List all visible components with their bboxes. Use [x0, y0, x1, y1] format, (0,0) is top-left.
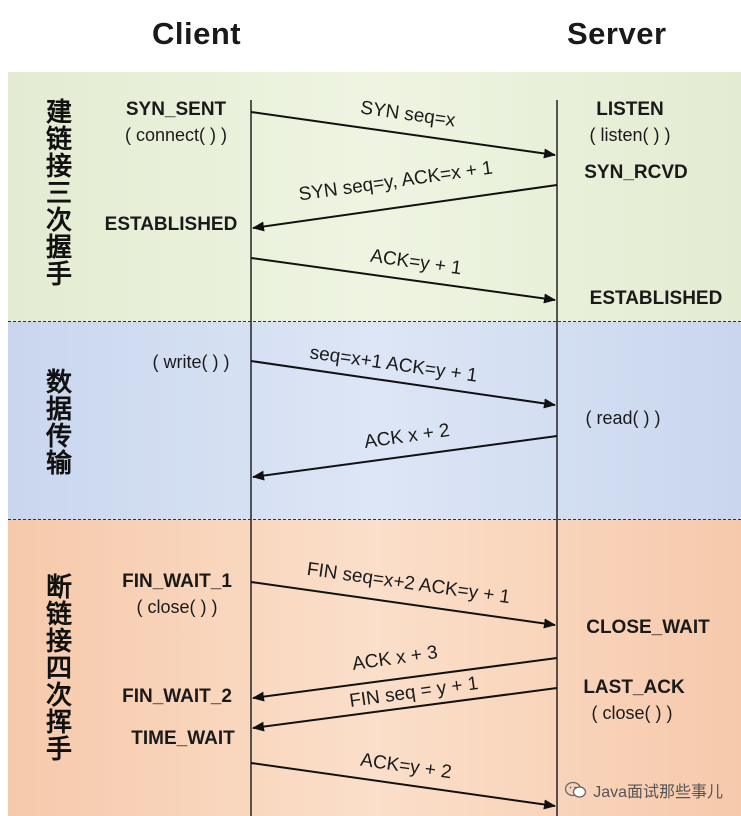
arrow-data-ack [252, 435, 558, 481]
client-state-time-wait: TIME_WAIT [131, 728, 235, 749]
server-state-listen: LISTEN [596, 99, 664, 120]
client-state-fin-wait-2: FIN_WAIT_2 [122, 686, 232, 707]
server-state-syn-rcvd: SYN_RCVD [584, 162, 688, 183]
server-header: Server [567, 16, 667, 51]
server-call-listen: ( listen( ) ) [589, 125, 671, 145]
watermark: Java面试那些事儿 [565, 778, 723, 802]
section-divider [8, 321, 741, 322]
section-divider [8, 519, 741, 520]
client-header: Client [152, 16, 242, 51]
arrow-fin-1 [250, 581, 556, 629]
client-call-close: ( close( ) ) [136, 597, 218, 617]
arrow-syn [250, 111, 556, 159]
arrow-data [250, 360, 556, 409]
arrow-final-ack [250, 762, 556, 810]
teardown-section [8, 519, 741, 816]
client-call-write: ( write( ) ) [152, 352, 230, 372]
arrow-syn-ack [252, 184, 558, 232]
arrow-ack-fin-1 [252, 657, 558, 702]
teardown-title: 断链接四次挥手 [45, 573, 72, 765]
client-state-established: ESTABLISHED [104, 214, 238, 235]
watermark-text: Java面试那些事儿 [593, 784, 723, 801]
client-call-connect: ( connect( ) ) [124, 125, 228, 145]
server-call-read: ( read( ) ) [585, 408, 661, 428]
client-state-syn-sent: SYN_SENT [125, 99, 227, 120]
arrow-ack [250, 257, 556, 304]
arrow-fin-2 [252, 687, 558, 732]
server-state-last-ack: LAST_ACK [583, 677, 685, 698]
wechat-icon [565, 781, 587, 798]
data-transfer-title: 数据传输 [45, 368, 72, 479]
data-transfer-section [8, 322, 741, 519]
client-state-fin-wait-1: FIN_WAIT_1 [122, 571, 232, 592]
handshake-section [8, 72, 741, 322]
server-state-close-wait: CLOSE_WAIT [586, 617, 710, 638]
handshake-title: 建链接三次握手 [45, 98, 72, 290]
server-call-close: ( close( ) ) [591, 703, 673, 723]
server-state-established: ESTABLISHED [589, 288, 723, 309]
